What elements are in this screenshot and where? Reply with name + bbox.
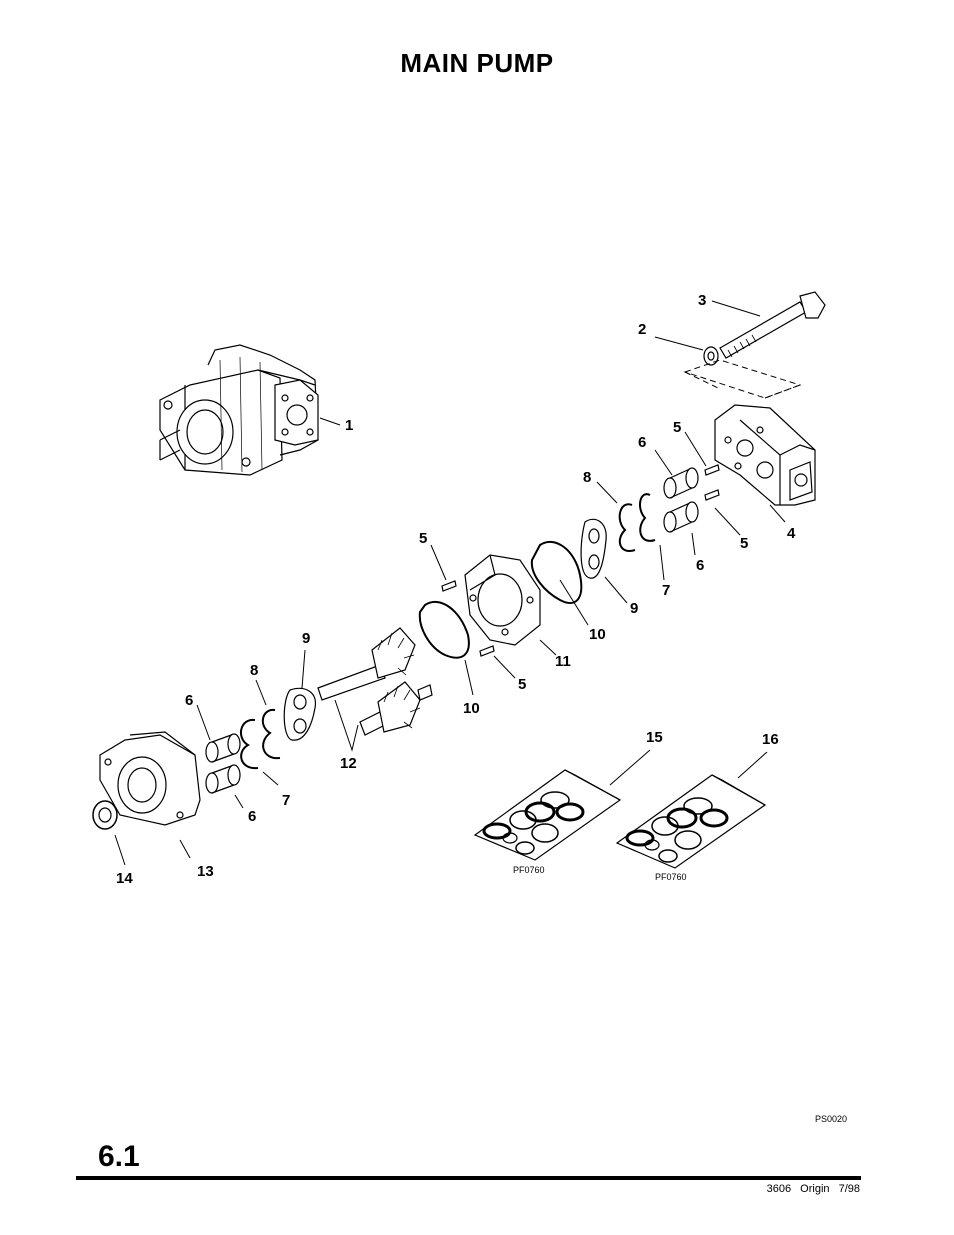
bolt-and-washer-drawing bbox=[683, 291, 826, 399]
callout-5-d: 5 bbox=[518, 676, 526, 693]
gear-shafts-drawing bbox=[317, 627, 433, 736]
assembled-pump-drawing bbox=[159, 344, 319, 476]
callout-6-b: 6 bbox=[696, 557, 704, 574]
callout-15: 15 bbox=[646, 729, 663, 746]
callout-10-b: 10 bbox=[463, 700, 480, 717]
callout-8-a: 8 bbox=[583, 469, 591, 486]
wear-plates-drawing bbox=[283, 518, 607, 741]
rear-housing-drawing bbox=[714, 404, 816, 506]
callout-labels: 1 2 3 4 5 5 5 5 6 6 6 6 7 7 8 8 9 9 10 1… bbox=[116, 292, 796, 887]
callout-6-d: 6 bbox=[248, 808, 256, 825]
callout-11: 11 bbox=[555, 653, 571, 670]
callout-13: 13 bbox=[197, 863, 214, 880]
leader-lines bbox=[114, 300, 786, 866]
callout-10-a: 10 bbox=[589, 626, 606, 643]
callout-5-a: 5 bbox=[673, 419, 681, 436]
front-housing-drawing bbox=[99, 731, 201, 826]
callout-16: 16 bbox=[762, 731, 779, 748]
shaft-seal-drawing bbox=[92, 800, 118, 830]
kit-16-code: PF0760 bbox=[655, 872, 687, 882]
callout-9-b: 9 bbox=[302, 630, 310, 647]
callout-6-a: 6 bbox=[638, 434, 646, 451]
seal-kit-16-drawing bbox=[615, 774, 767, 869]
gaskets-drawing bbox=[418, 540, 583, 659]
bearings-drawing bbox=[205, 467, 699, 794]
callout-3: 3 bbox=[698, 292, 706, 309]
gear-housing-drawing bbox=[464, 554, 541, 646]
page-title: MAIN PUMP bbox=[400, 48, 554, 78]
callout-9-a: 9 bbox=[630, 600, 638, 617]
section-number: 6.1 bbox=[98, 1140, 140, 1173]
seals-drawing bbox=[239, 493, 656, 770]
seal-kit-15-drawing bbox=[473, 769, 622, 861]
dowel-pins-drawing bbox=[441, 464, 720, 657]
callout-1: 1 bbox=[345, 417, 353, 434]
callout-12: 12 bbox=[340, 755, 357, 772]
callout-6-c: 6 bbox=[185, 692, 193, 709]
callout-5-c: 5 bbox=[419, 530, 427, 547]
callout-7-a: 7 bbox=[662, 582, 670, 599]
callout-4: 4 bbox=[787, 525, 796, 542]
callout-14: 14 bbox=[116, 870, 133, 887]
kit-15-code: PF0760 bbox=[513, 865, 545, 875]
callout-7-b: 7 bbox=[282, 792, 290, 809]
callout-8-b: 8 bbox=[250, 662, 258, 679]
footer-text: 3606 Origin 7/98 bbox=[766, 1183, 860, 1195]
footer-rule bbox=[76, 1176, 861, 1180]
callout-5-b: 5 bbox=[740, 535, 748, 552]
callout-2: 2 bbox=[638, 321, 646, 338]
drawing-code: PS0020 bbox=[815, 1114, 848, 1124]
